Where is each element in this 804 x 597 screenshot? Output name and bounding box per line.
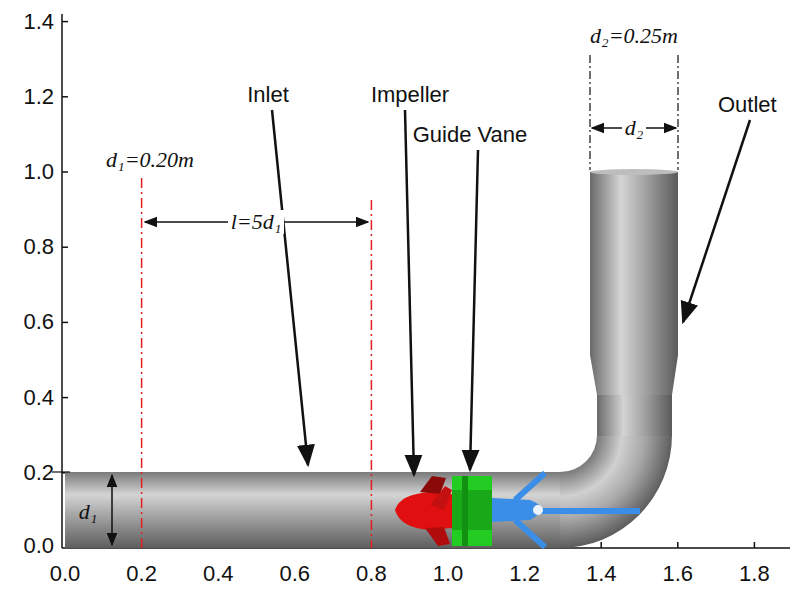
guide-vane [452, 476, 492, 546]
axis-tick-label: 1.8 [739, 562, 770, 586]
axis-tick-label: 0.2 [126, 562, 157, 586]
axis-tick-label: 0.6 [280, 562, 311, 586]
dimension-label: l=5d₁ [228, 210, 285, 234]
axes [62, 14, 790, 548]
axis-tick-label: 0.8 [356, 562, 387, 586]
part-label: Guide Vane [413, 123, 528, 147]
hub-support [492, 473, 640, 547]
axis-tick-label: 1.4 [23, 10, 54, 34]
axis-tick-label: 1.4 [586, 562, 617, 586]
axis-tick-label: 1.6 [663, 562, 694, 586]
axis-tick-label: 1.0 [433, 562, 464, 586]
axis-tick-label: 1.2 [509, 562, 540, 586]
axis-tick-label: 0.6 [23, 310, 54, 334]
axis-tick-label: 1.0 [23, 160, 54, 184]
part-label: Impeller [371, 83, 449, 107]
impeller [395, 476, 452, 546]
axis-tick-label: 0.8 [23, 235, 54, 259]
part-label: Inlet [247, 83, 289, 107]
axis-tick-label: 0.0 [50, 562, 81, 586]
dimension-label: d₁ [79, 500, 98, 524]
part-label: Outlet [718, 93, 777, 117]
axis-tick-label: 1.2 [23, 85, 54, 109]
dimension-label: d₂=0.25m [590, 24, 678, 48]
axis-tick-label: 0.4 [203, 562, 234, 586]
dimension-label: d₁=0.20m [106, 148, 194, 172]
axis-tick-label: 0.4 [23, 386, 54, 410]
pipe [65, 169, 678, 548]
axis-tick-label: 0.2 [23, 461, 54, 485]
dimension-label: d₂ [622, 116, 647, 140]
dimension-lines [52, 55, 678, 548]
axis-tick-label: 0.0 [23, 534, 54, 558]
leader-lines [272, 110, 750, 475]
